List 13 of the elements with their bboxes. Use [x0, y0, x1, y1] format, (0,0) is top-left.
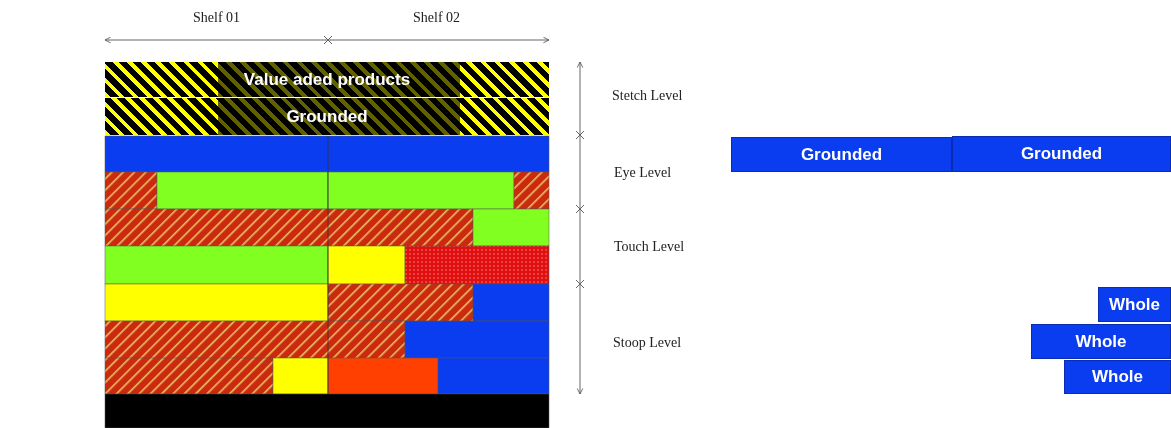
level-label: Stetch Level [612, 88, 683, 104]
banner-box: Value aded products [105, 62, 549, 97]
product-box: Whole [1031, 324, 1171, 359]
level-label: Stoop Level [613, 335, 682, 351]
level-label: Eye Level [614, 165, 672, 181]
shelf-label: Shelf 01 [193, 10, 241, 26]
product-box: Whole [1064, 360, 1171, 394]
level-label: Touch Level [614, 239, 685, 255]
product-box: Whole [1098, 287, 1171, 322]
product-box: Grounded [731, 137, 952, 172]
shelf-label: Shelf 02 [413, 10, 461, 26]
product-box: Grounded [952, 136, 1171, 172]
banner-box: Grounded [105, 98, 549, 135]
